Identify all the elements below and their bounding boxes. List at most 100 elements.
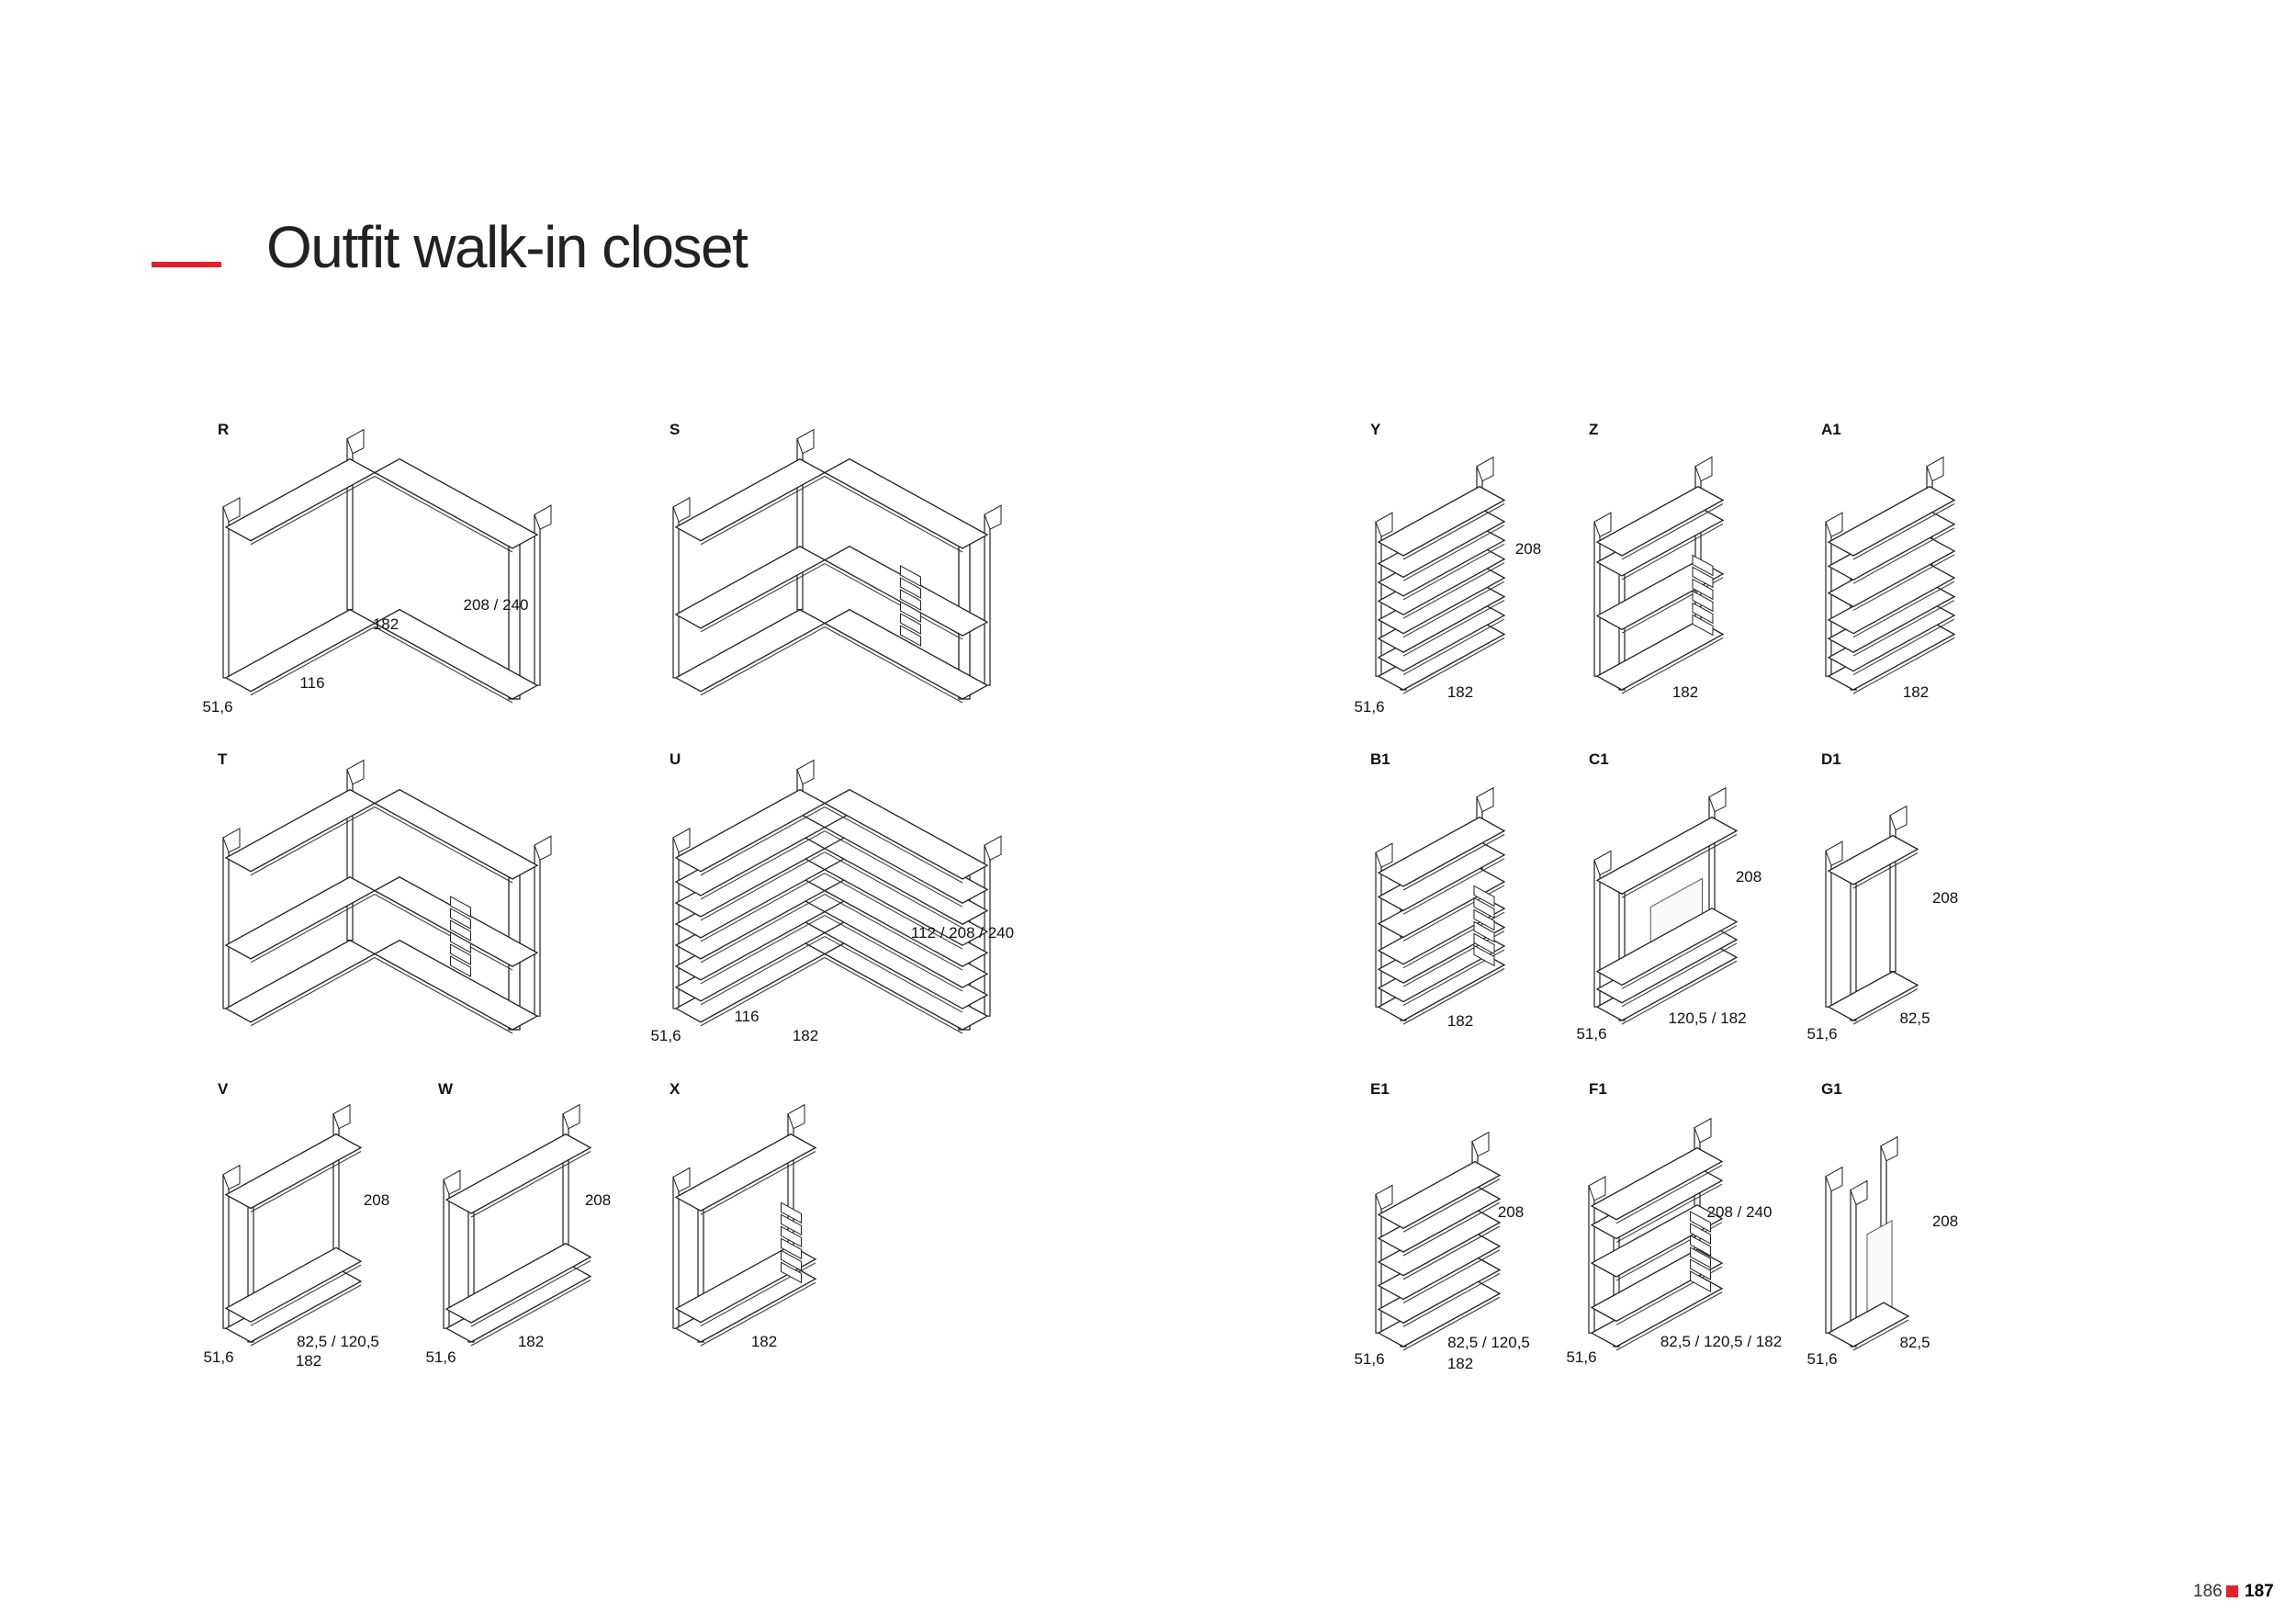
shelf-edge	[470, 1260, 591, 1327]
shelf	[823, 939, 989, 1031]
shelf	[823, 834, 989, 925]
shelf	[1590, 1248, 1724, 1323]
shelf	[1595, 908, 1739, 987]
shelf-edge	[700, 806, 826, 876]
shelf-edge	[824, 936, 963, 1013]
dim-u-height: 112 / 208 / 240	[910, 924, 1015, 942]
unit-label-s: S	[670, 421, 681, 438]
shelf	[674, 788, 827, 873]
shelf	[1377, 485, 1506, 557]
upright-top-bracket	[534, 835, 552, 861]
drawer	[1692, 614, 1714, 637]
shelf-edge	[1402, 581, 1505, 638]
shelf-edge	[1615, 1291, 1723, 1351]
upright-top-bracket	[1850, 1179, 1868, 1206]
drawer	[781, 1213, 802, 1236]
dim-y-depth: 51,6	[1354, 698, 1385, 716]
shelf-edge	[250, 1264, 362, 1326]
unit-drawing-d1	[1825, 805, 1919, 1025]
unit-drawing-c1	[1593, 786, 1739, 1025]
dim-d1-depth: 51,6	[1806, 1025, 1838, 1043]
dim-v-width1: 82,5 / 120,5	[297, 1333, 379, 1350]
drawer	[900, 613, 921, 635]
shelf-edge	[700, 894, 826, 964]
shelf-edge	[1621, 834, 1738, 898]
shelf-edge	[700, 915, 826, 985]
shelf	[224, 788, 377, 873]
unit-label-a1: A1	[1821, 421, 1841, 438]
drawer	[781, 1249, 802, 1272]
upright-post	[1825, 521, 1832, 677]
drawer	[900, 565, 921, 587]
drawer	[1692, 554, 1714, 577]
shelf	[1590, 1204, 1724, 1278]
unit-drawing-a1	[1825, 456, 1956, 694]
shelf	[373, 608, 539, 700]
upright-top-bracket	[672, 1167, 691, 1193]
shelf-edge	[824, 851, 963, 929]
upright-top-bracket	[346, 759, 365, 785]
unit-label-c1: C1	[1589, 750, 1609, 768]
drawer	[450, 955, 471, 977]
upright-post	[1375, 521, 1382, 677]
dim-g1-height: 208	[1931, 1212, 1959, 1230]
shelf-edge	[1852, 852, 1919, 889]
shelf-edge	[700, 626, 826, 696]
drawer	[450, 908, 471, 930]
shelf	[823, 876, 989, 967]
dim-w-depth: 51,6	[425, 1348, 456, 1366]
drawer	[1690, 1270, 1711, 1292]
shelf	[1827, 1302, 1910, 1348]
shelf-edge	[1402, 524, 1505, 581]
drawer	[450, 896, 471, 918]
upright-top-bracket	[1375, 1184, 1393, 1211]
shelf-edge	[1852, 554, 1955, 611]
drawer	[900, 577, 921, 599]
shelf-edge	[700, 1281, 816, 1347]
drawer	[1473, 932, 1495, 955]
dim-y-height: 208	[1514, 540, 1542, 558]
upright-post	[222, 506, 230, 679]
upright-post	[443, 1179, 450, 1329]
shelf-edge	[1621, 503, 1724, 560]
dim-v-depth: 51,6	[203, 1348, 234, 1366]
unit-drawing-e1	[1375, 1131, 1502, 1351]
upright-post	[222, 1174, 230, 1329]
shelf	[823, 897, 989, 988]
dim-w-width: 182	[517, 1333, 545, 1350]
unit-label-b1: B1	[1370, 750, 1390, 768]
dim-b1-width: 182	[1446, 1012, 1474, 1030]
shelf-edge	[1621, 637, 1724, 694]
drawer	[450, 931, 471, 953]
upright-post	[222, 837, 230, 1009]
drawer	[1473, 944, 1495, 967]
dim-y-width: 182	[1446, 683, 1474, 701]
shelf-edge	[1852, 988, 1919, 1025]
upright-top-bracket	[1694, 1117, 1712, 1144]
page-number-left: 186	[2193, 1582, 2223, 1601]
unit-label-z: Z	[1589, 421, 1599, 438]
upright-top-bracket	[1825, 512, 1843, 537]
upright-top-bracket	[1471, 1131, 1490, 1157]
shelf-edge	[824, 957, 963, 1034]
unit-label-v: V	[218, 1080, 229, 1098]
drawer	[1692, 590, 1714, 613]
shelf-edge	[1621, 523, 1724, 581]
drawer	[1690, 1235, 1711, 1257]
page-marker-square	[2226, 1585, 2238, 1597]
shelf-edge	[1402, 1296, 1501, 1351]
shelf	[1377, 1160, 1502, 1229]
shelf	[823, 788, 989, 880]
shelf-edge	[250, 957, 376, 1027]
shelf	[823, 918, 989, 1009]
shelf-edge	[1402, 930, 1505, 987]
shelf-edge	[824, 476, 963, 553]
dim-u-width1: 116	[734, 1008, 760, 1025]
shelf-edge	[824, 563, 963, 640]
shelf	[823, 457, 989, 549]
shelf	[823, 855, 989, 946]
shelf-edge	[1852, 527, 1955, 584]
drawer	[900, 625, 921, 647]
shelf-edge	[700, 936, 826, 1006]
